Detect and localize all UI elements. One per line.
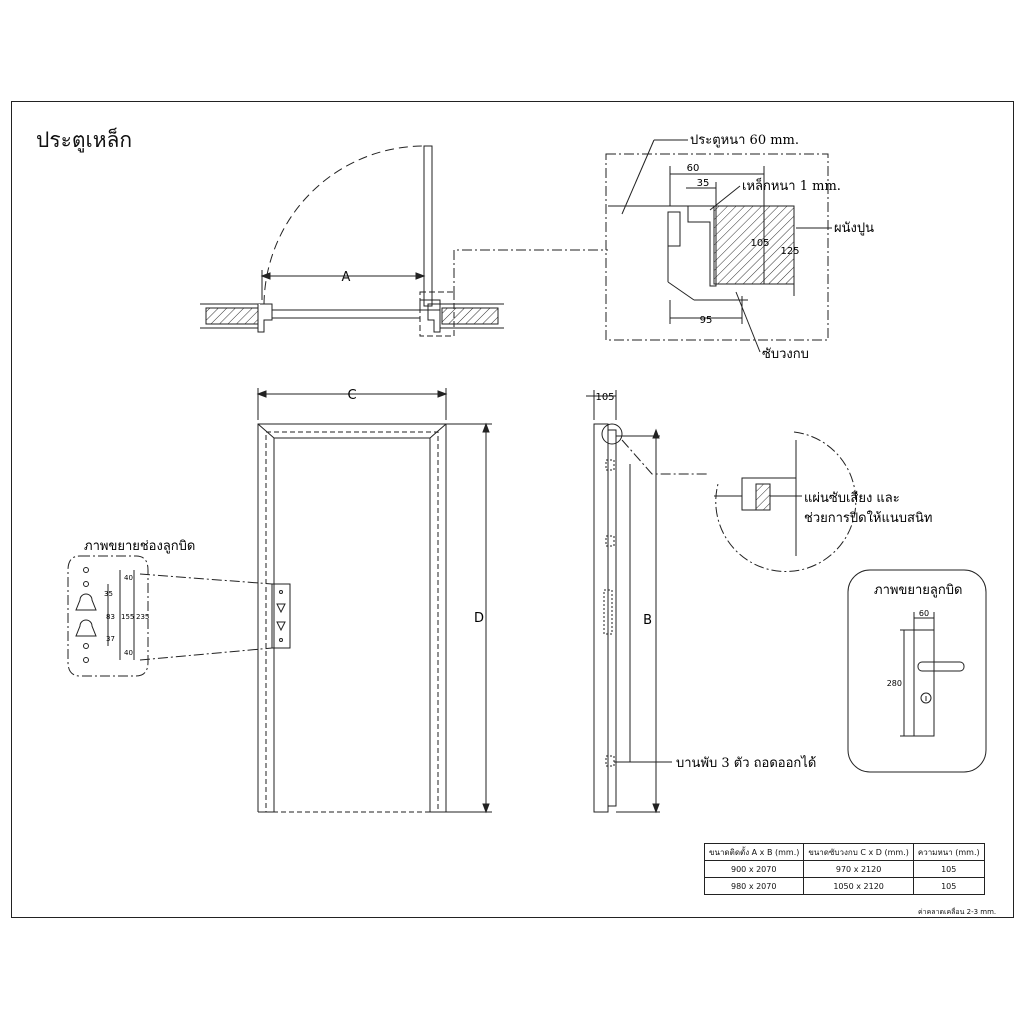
lock-dim-155: 155 (121, 613, 134, 621)
drawing-title: ประตูเหล็ก (36, 128, 133, 152)
spec-header-frame-size: ขนาดซับวงกบ C x D (mm.) (803, 843, 914, 861)
table-cell: 970 x 2120 (803, 860, 914, 878)
lock-hole-detail (67, 555, 149, 677)
drawing-border (11, 101, 1014, 918)
knob-dim-60: 60 (919, 609, 929, 618)
steel-thickness-label: เหล็กหนา 1 mm. (742, 176, 841, 194)
lock-dim-40b: 40 (124, 649, 133, 657)
lock-dim-40a: 40 (124, 574, 133, 582)
wall-label: ผนังปูน (834, 221, 874, 236)
wall-left (205, 307, 261, 325)
table-cell: 1050 x 2120 (803, 877, 914, 895)
door-thickness-label: ประตูหนา 60 mm. (690, 133, 799, 148)
table-row: 980 x 2070 1050 x 2120 105 (703, 877, 985, 895)
seal-label-line2: ช่วยการปิดให้แนบสนิท (804, 510, 932, 526)
dim-a-label: A (342, 270, 351, 285)
dim-35: 35 (697, 178, 710, 189)
lock-dim-37: 37 (106, 635, 115, 643)
table-cell: 980 x 2070 (703, 877, 805, 895)
lock-dim-235: 235 (136, 613, 149, 621)
front-view (139, 388, 492, 814)
lock-dim-35: 35 (104, 590, 113, 598)
table-cell: 105 (912, 877, 985, 895)
seal-label-line1: แผ่นซับเสียง และ (804, 490, 900, 506)
knob-dim-280: 280 (887, 679, 902, 688)
lock-hole-detail-title: ภาพขยายช่องลูกบิด (84, 539, 195, 554)
table-row: 900 x 2070 970 x 2120 105 (703, 860, 985, 878)
table-cell: 900 x 2070 (703, 860, 805, 878)
dim-c-label: C (347, 388, 356, 403)
spec-header-thickness: ความหนา (mm.) (912, 843, 985, 861)
lock-dim-83: 83 (106, 613, 115, 621)
knob-detail-title: ภาพขยายลูกบิด (874, 583, 962, 598)
tolerance-note: ค่าคลาดเคลื่อน 2-3 mm. (918, 908, 997, 916)
hinge-label: บานพับ 3 ตัว ถอดออกได้ (676, 755, 816, 771)
dim-d-label: D (474, 611, 484, 626)
spec-table: ขนาดติดตั้ง A x B (mm.) ขนาดซับวงกบ C x … (703, 843, 985, 895)
dim-95: 95 (700, 315, 713, 326)
plan-view (200, 145, 608, 337)
side-dim-105: 105 (595, 392, 614, 403)
dim-105: 105 (750, 238, 769, 249)
section-detail (605, 139, 832, 353)
spec-header-install-size: ขนาดติดตั้ง A x B (mm.) (703, 843, 805, 861)
dim-b-label: B (643, 613, 652, 628)
dim-60: 60 (687, 163, 700, 174)
side-view (586, 390, 857, 814)
dim-125: 125 (780, 246, 799, 257)
wall-right (441, 307, 499, 325)
spec-table-header: ขนาดติดตั้ง A x B (mm.) ขนาดซับวงกบ C x … (703, 843, 985, 861)
knob-detail (847, 569, 987, 773)
frame-label: ซับวงกบ (762, 347, 809, 362)
table-cell: 105 (912, 860, 985, 878)
